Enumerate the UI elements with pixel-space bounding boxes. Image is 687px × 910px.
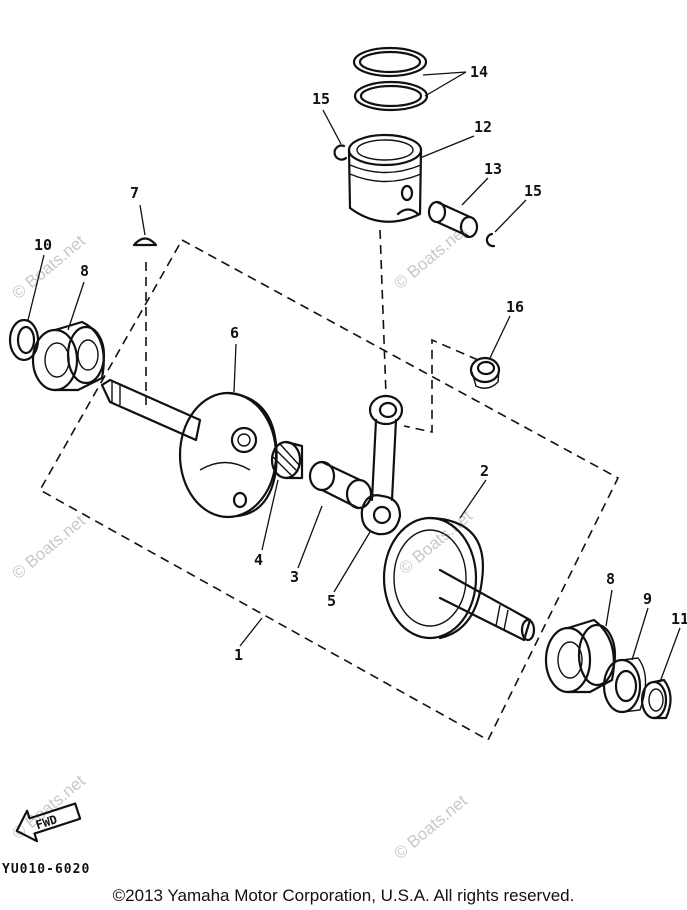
callout-2: 2 bbox=[480, 462, 489, 480]
bearing-left bbox=[31, 320, 106, 392]
callout-8-left: 8 bbox=[80, 262, 89, 280]
copyright-notice: ©2013 Yamaha Motor Corporation, U.S.A. A… bbox=[112, 886, 575, 905]
fwd-label: FWD bbox=[34, 812, 59, 832]
bearing-right bbox=[544, 618, 617, 694]
piston bbox=[347, 133, 423, 223]
piston-pin bbox=[427, 200, 479, 239]
oil-seal-right bbox=[602, 657, 647, 714]
callout-16: 16 bbox=[506, 298, 524, 316]
callout-15-right: 15 bbox=[524, 182, 542, 200]
diagram-code: YU010-6020 bbox=[2, 862, 91, 877]
crank-pin bbox=[308, 460, 373, 510]
crank-pin-bearing bbox=[270, 440, 304, 480]
callout-1: 1 bbox=[234, 646, 243, 664]
callout-14: 14 bbox=[470, 63, 488, 81]
callout-6: 6 bbox=[230, 324, 239, 342]
crank-half-right bbox=[382, 516, 536, 642]
callout-9: 9 bbox=[643, 590, 652, 608]
watermark: © Boats.net bbox=[8, 511, 89, 583]
circlip-left bbox=[333, 144, 348, 161]
callout-13: 13 bbox=[484, 160, 502, 178]
crank-half-left bbox=[100, 378, 278, 519]
circlip-right bbox=[485, 232, 496, 248]
callout-3: 3 bbox=[290, 568, 299, 586]
forward-arrow-icon: FWD bbox=[15, 802, 82, 843]
woodruff-key bbox=[132, 237, 158, 247]
connecting-rod bbox=[360, 394, 404, 536]
callout-11: 11 bbox=[671, 610, 687, 628]
callouts: 1 2 3 4 5 6 7 8 8 9 10 11 12 13 14 15 15… bbox=[34, 63, 687, 664]
callout-7: 7 bbox=[130, 184, 139, 202]
watermark: © Boats.net bbox=[390, 791, 471, 863]
callout-15-top: 15 bbox=[312, 90, 330, 108]
assembly-outline bbox=[38, 238, 620, 742]
piston-axis-line bbox=[379, 229, 387, 396]
callout-5: 5 bbox=[327, 592, 336, 610]
watermark: © Boats.net bbox=[395, 506, 476, 578]
callout-10: 10 bbox=[34, 236, 52, 254]
bearing-axis-line bbox=[403, 338, 479, 433]
crankshaft-exploded-diagram: © Boats.net © Boats.net © Boats.net © Bo… bbox=[8, 46, 687, 863]
leader-lines bbox=[27, 71, 681, 683]
collar bbox=[640, 678, 672, 720]
callout-8-right: 8 bbox=[606, 570, 615, 588]
piston-rings bbox=[352, 46, 429, 112]
small-end-bearing bbox=[469, 356, 501, 389]
callout-12: 12 bbox=[474, 118, 492, 136]
callout-4: 4 bbox=[254, 551, 263, 569]
